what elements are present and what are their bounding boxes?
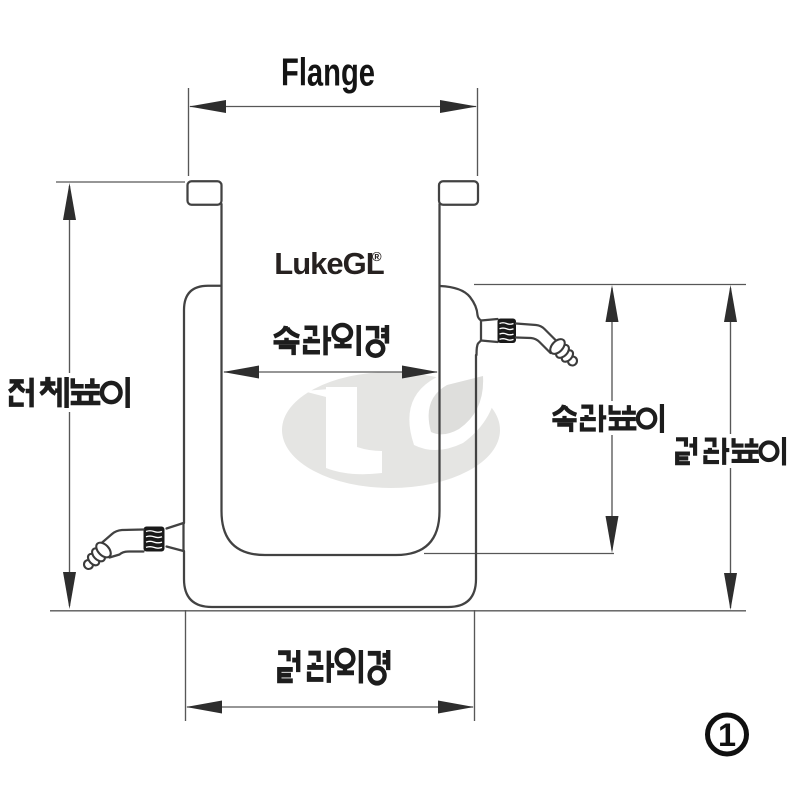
svg-text:®: ®	[372, 249, 382, 264]
svg-text:1: 1	[718, 717, 736, 753]
svg-text:LukeGL: LukeGL	[274, 246, 383, 281]
svg-text:Flange: Flange	[281, 52, 375, 95]
